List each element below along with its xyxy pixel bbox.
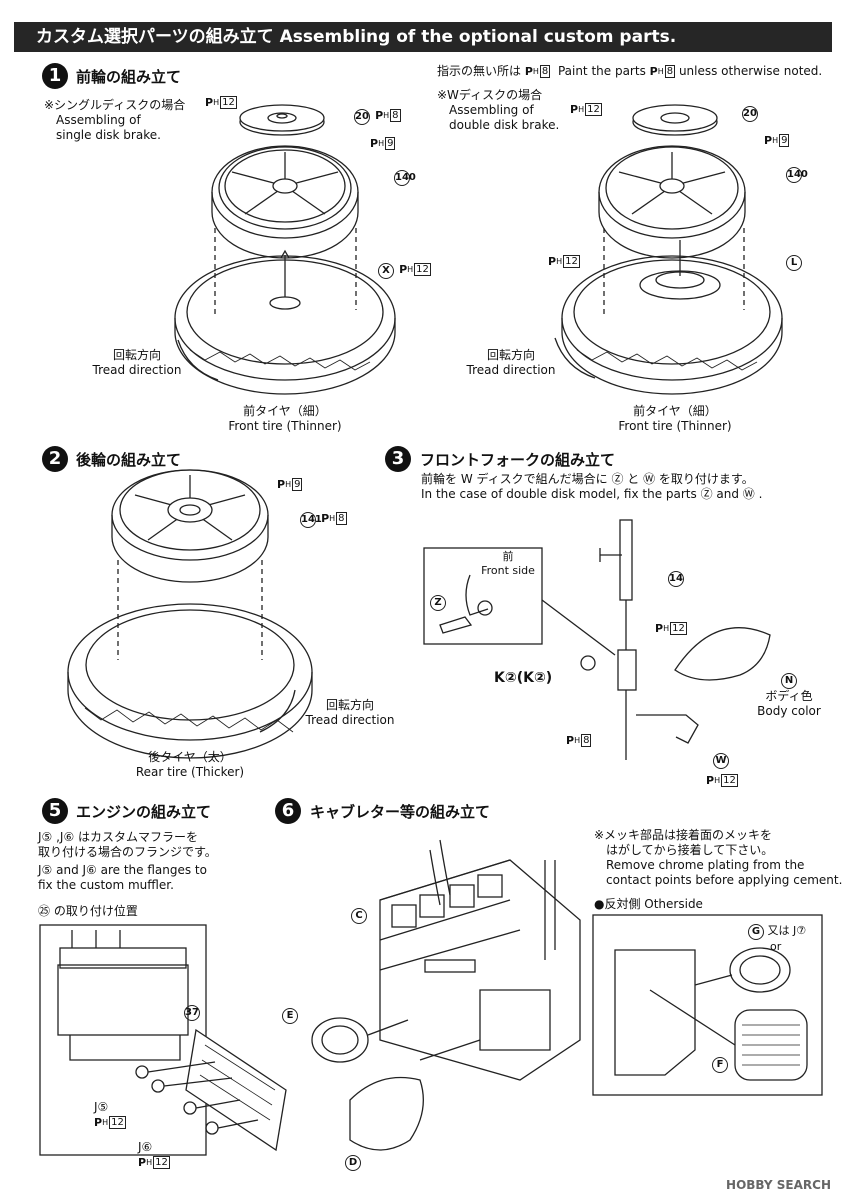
step-6-title: キャブレター等の組み立て — [310, 803, 491, 821]
part-label-37: 37 — [184, 1000, 200, 1021]
step-2-badge: 2 — [42, 446, 68, 472]
single-disk-note: ※シングルディスクの場合 Assembling of single disk b… — [44, 98, 186, 142]
otherside-box — [592, 914, 823, 1096]
front-tire-label-right: 前タイヤ（細）Front tire (Thinner) — [618, 404, 732, 433]
part-label-14: 14 — [668, 566, 684, 587]
step-1-title: 前輪の組み立て — [76, 68, 182, 86]
front-wheel-right — [598, 145, 746, 259]
step-3-desc: 前輪を W ディスクで組んだ場合に Ⓩ と Ⓦ を取り付けます。 In the … — [421, 472, 763, 501]
part-label-f: F — [712, 1052, 728, 1073]
chrome-note: ※メッキ部品は接着面のメッキを はがしてから接着して下さい。 Remove ch… — [594, 828, 843, 887]
front-tire-left — [174, 228, 396, 395]
mount-position-label: ㉕ の取り付け位置 — [38, 904, 138, 918]
part-label-e: E — [282, 1003, 298, 1024]
tread-arrow-right — [554, 337, 596, 379]
engine-body — [311, 839, 581, 1151]
front-disk-left — [239, 104, 325, 136]
step-3-title: フロントフォークの組み立て — [420, 451, 616, 469]
part-label-z: Z — [430, 590, 446, 611]
rear-tire — [67, 560, 313, 759]
front-fork — [423, 519, 771, 760]
watermark: HOBBY SEARCH — [726, 1178, 831, 1192]
part-label-c: C — [351, 903, 367, 924]
part-label-wheel-right: 140 — [786, 162, 808, 183]
step-5-badge: 5 — [42, 798, 68, 824]
step-5-title: エンジンの組み立て — [76, 803, 212, 821]
front-wheel-left — [211, 145, 359, 259]
front-tire-label-left: 前タイヤ（細）Front tire (Thinner) — [228, 404, 342, 433]
step-5-desc: J⑤ ,J⑥ はカスタムマフラーを 取り付ける場合のフランジです。 J⑤ and… — [38, 830, 217, 892]
rear-wheel — [111, 469, 269, 583]
step-6-badge: 6 — [275, 798, 301, 824]
part-label-d: D — [345, 1150, 361, 1171]
part-label-k: K②(K②) — [494, 670, 553, 686]
engine-mount-box — [39, 924, 207, 1156]
muffler-flange — [135, 1028, 287, 1152]
rear-tire-label: 後タイヤ（太）Rear tire (Thicker) — [135, 750, 245, 779]
part-label-disk-right: 20 — [742, 101, 758, 122]
otherside-label: ●反対側 Otherside — [594, 897, 703, 911]
double-disk-note: ※Wディスクの場合 Assembling of double disk brak… — [437, 88, 560, 132]
front-tire-right — [561, 228, 783, 395]
tread-arrow-rear — [259, 689, 296, 733]
step-3-badge: 3 — [385, 446, 411, 472]
page-header: カスタム選択パーツの組み立て Assembling of the optiona… — [14, 22, 832, 52]
tread-arrow-left — [177, 339, 219, 381]
part-label-g: G 又は J⑦ or — [748, 924, 806, 954]
part-label-wheel: 140 — [394, 165, 416, 186]
step-2-title: 後輪の組み立て — [76, 451, 182, 469]
step-1-badge: 1 — [42, 63, 68, 89]
part-label-l: L — [786, 250, 802, 271]
front-disk-right — [632, 104, 718, 136]
